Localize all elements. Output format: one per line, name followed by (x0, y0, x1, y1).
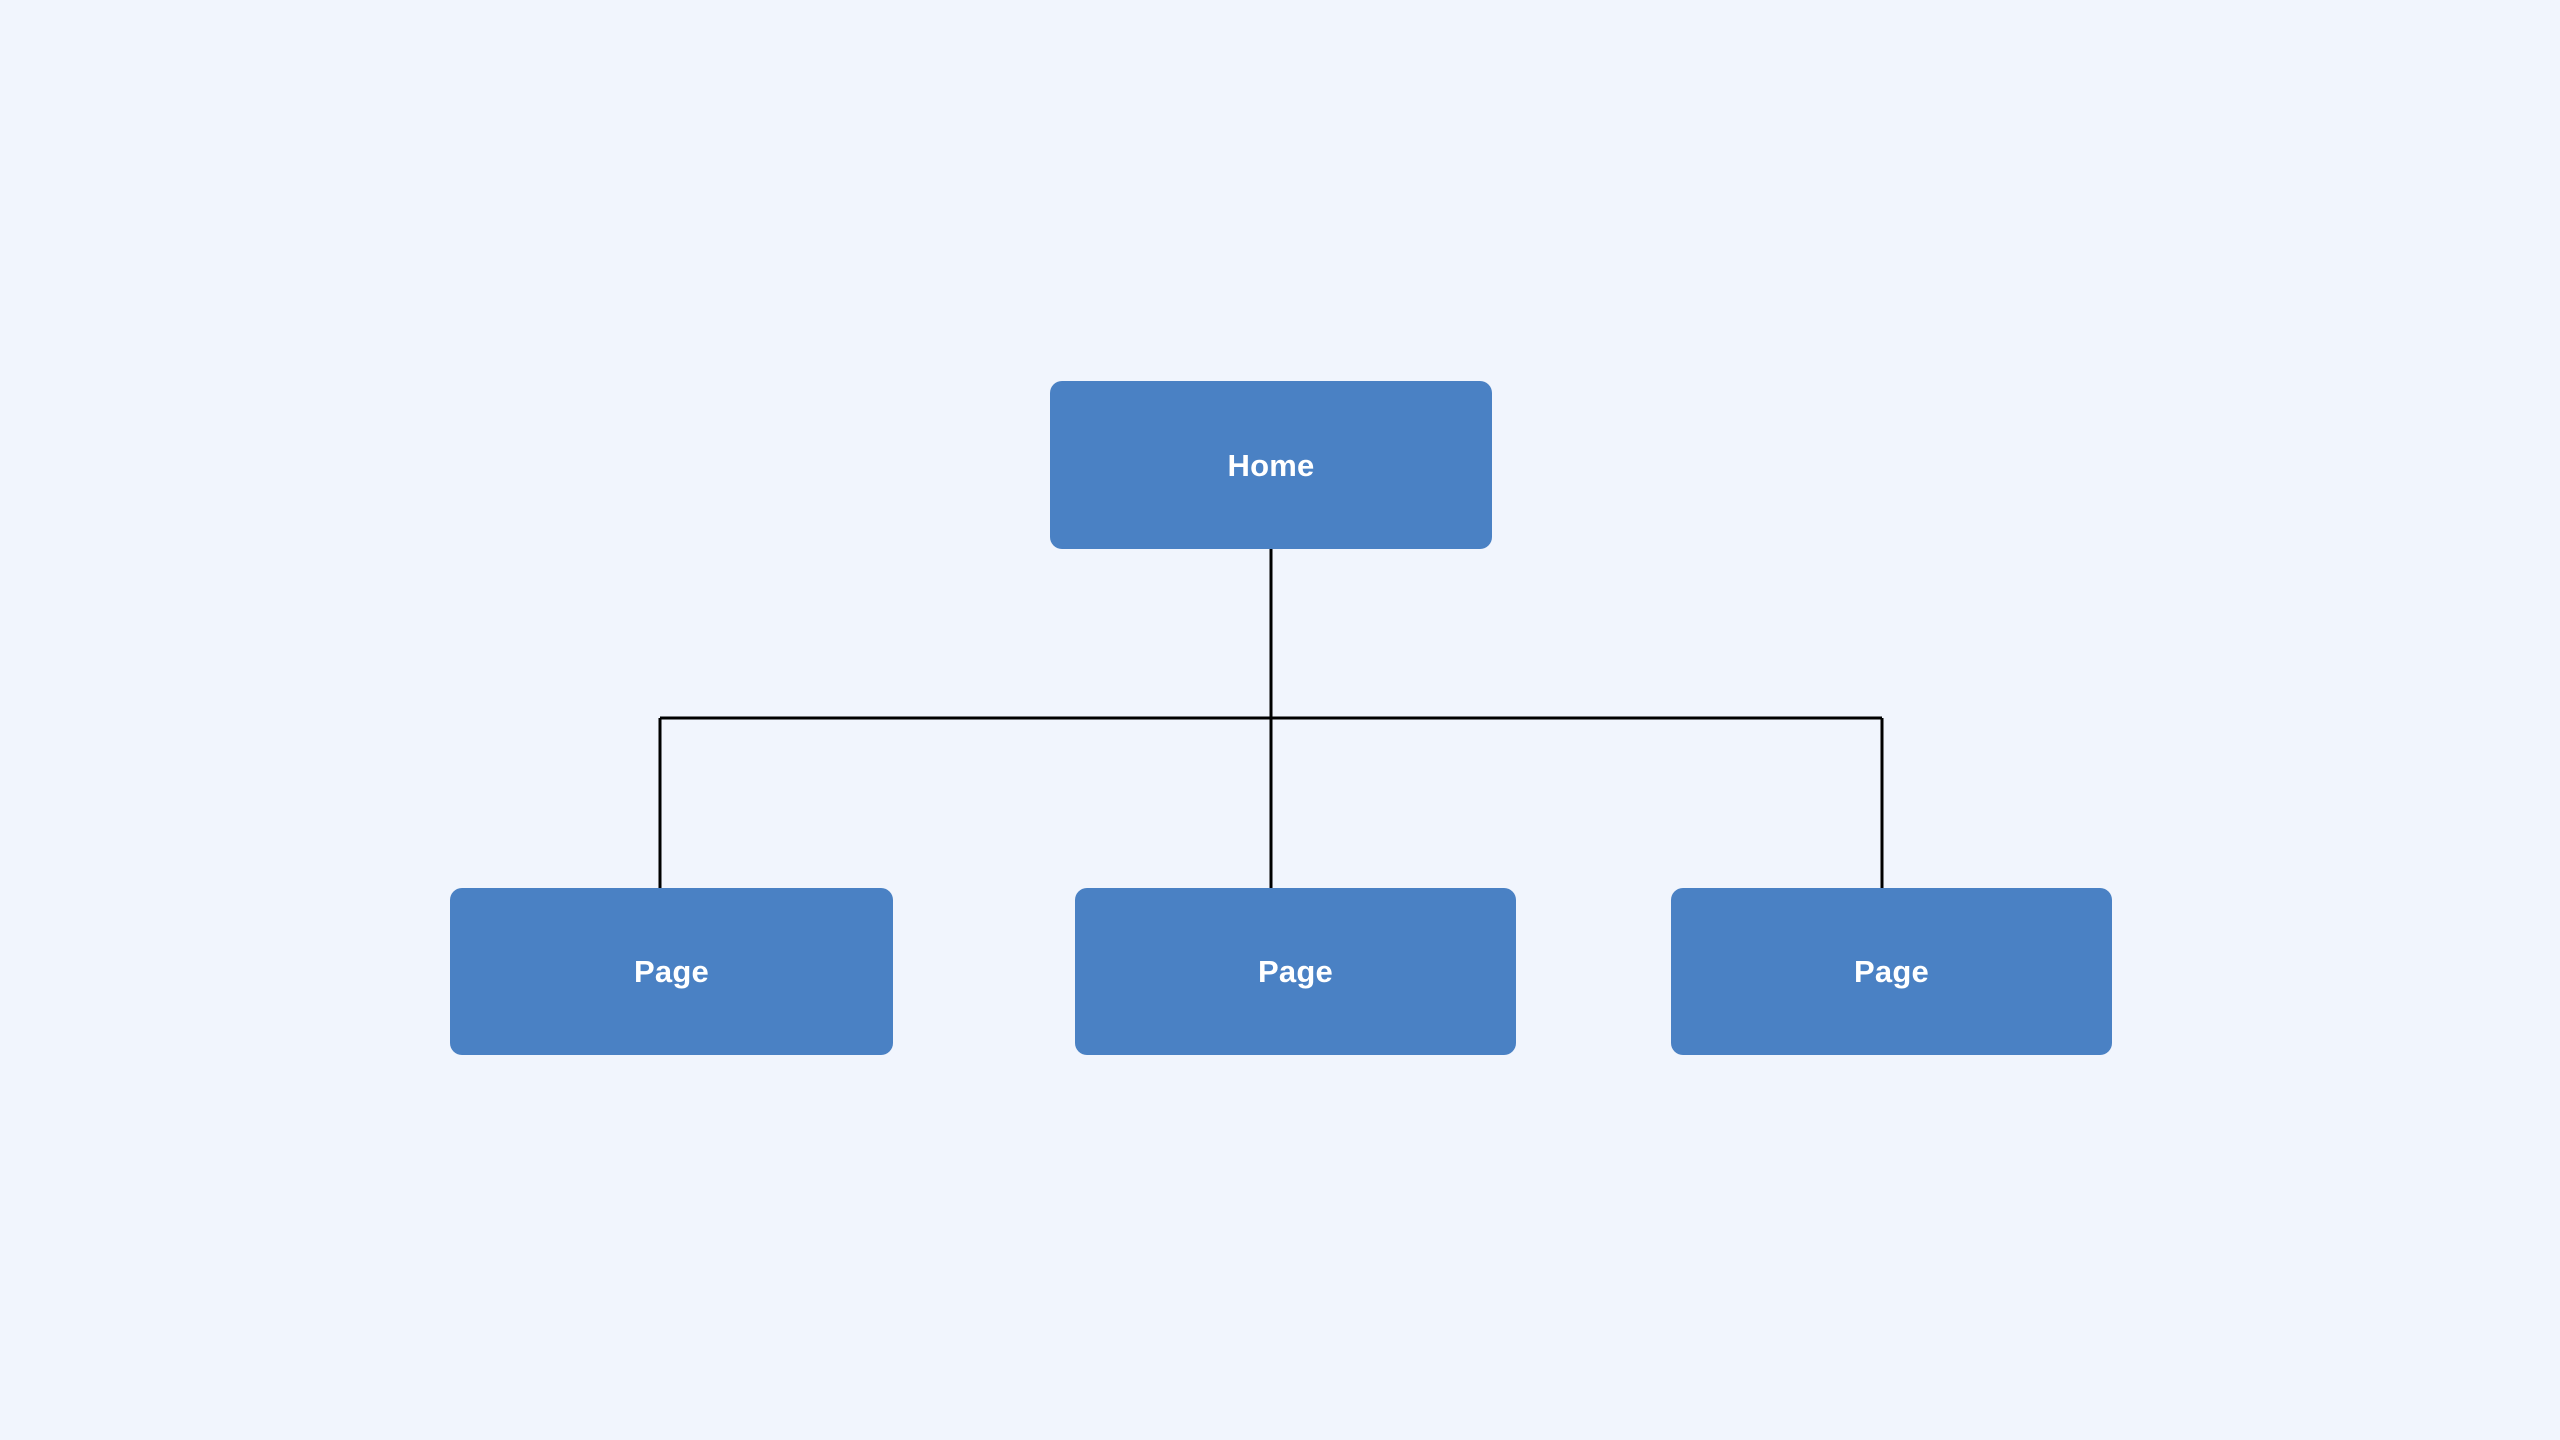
node-page-3[interactable]: Page (1671, 888, 2112, 1055)
node-page-2[interactable]: Page (1075, 888, 1516, 1055)
node-home-label: Home (1227, 447, 1315, 483)
node-home[interactable]: Home (1050, 381, 1492, 549)
node-page-3-label: Page (1854, 954, 1929, 989)
node-page-1[interactable]: Page (450, 888, 893, 1055)
node-page-2-label: Page (1258, 954, 1333, 989)
node-page-1-label: Page (634, 954, 709, 989)
